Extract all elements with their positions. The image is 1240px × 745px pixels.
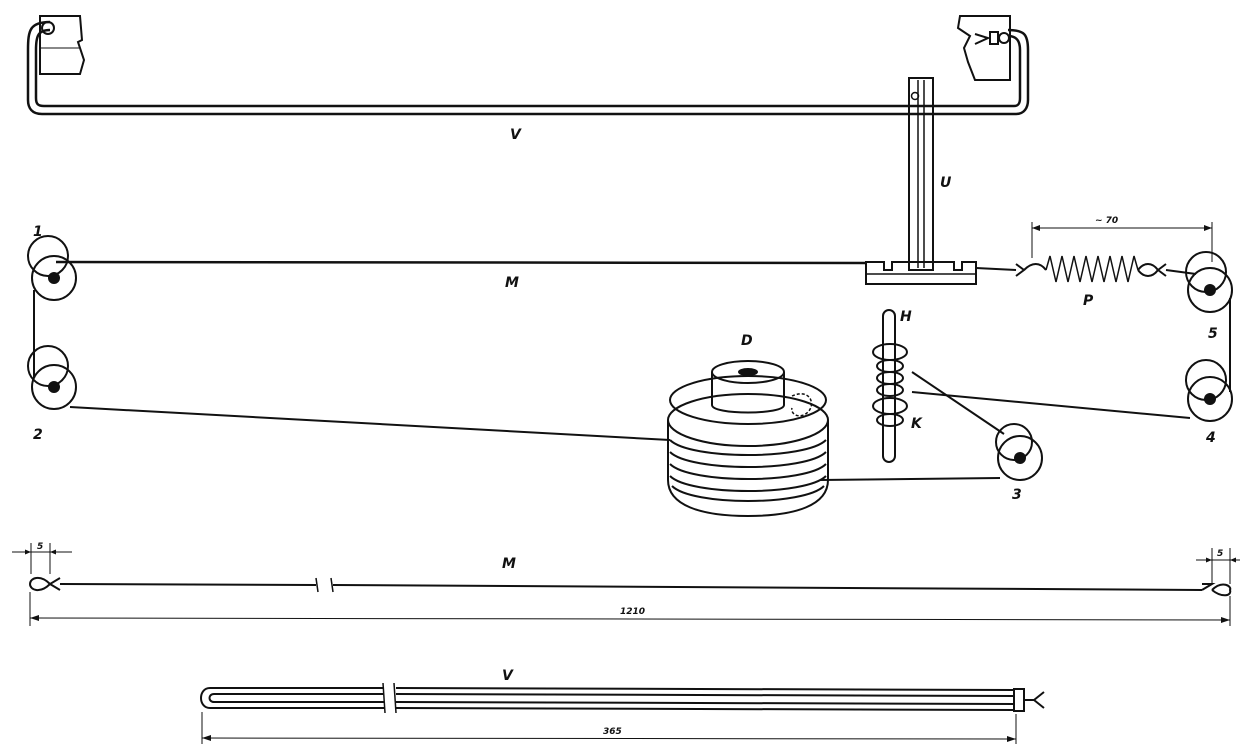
cord-upper-run xyxy=(55,260,867,265)
cord-drum-to-3 xyxy=(819,477,1001,481)
label-D: D xyxy=(741,333,753,349)
cord-M-detail xyxy=(28,577,1232,597)
dimension-cord-length-value: 1210 xyxy=(620,607,645,617)
cord-3-to-shaft xyxy=(911,371,1005,435)
cord-to-spring xyxy=(975,267,1017,271)
cord-to-drum xyxy=(69,406,671,441)
rod-V xyxy=(26,20,1030,116)
pulley-2 xyxy=(27,345,77,410)
dimension-spring xyxy=(1031,222,1213,262)
pulley-1 xyxy=(27,235,77,301)
pulley-5 xyxy=(1185,251,1233,313)
label-H: H xyxy=(900,309,912,325)
upright-U xyxy=(908,77,934,271)
label-M: M xyxy=(505,275,519,291)
label-V-top: V xyxy=(510,127,522,143)
dimension-loop-right-value: 5 xyxy=(1217,549,1223,559)
label-bar-V: V xyxy=(502,668,514,684)
label-cord-M: M xyxy=(502,556,516,572)
dimension-loop-right xyxy=(1196,548,1240,584)
label-pulley-2: 2 xyxy=(33,427,43,443)
dimension-bar-length xyxy=(201,712,1017,744)
pulley-4 xyxy=(1185,359,1233,422)
label-pulley-4: 4 xyxy=(1205,430,1216,446)
label-U: U xyxy=(940,175,952,191)
pulley-3 xyxy=(995,423,1043,481)
wall-block-left xyxy=(39,15,86,75)
carriage xyxy=(865,261,977,285)
spring-P xyxy=(1015,255,1197,283)
label-pulley-1: 1 xyxy=(33,224,43,240)
label-pulley-5: 5 xyxy=(1208,326,1218,342)
wall-block-right xyxy=(956,15,1011,81)
dimension-cord-length xyxy=(29,592,1231,626)
dimension-loop-left-value: 5 xyxy=(37,542,43,552)
dimension-bar-length-value: 365 xyxy=(603,727,622,737)
dimension-loop-left xyxy=(12,543,72,574)
drum-D xyxy=(667,360,829,518)
bar-V-detail xyxy=(200,682,1045,714)
shaft-H-K xyxy=(872,309,908,463)
cord-shaft-to-4 xyxy=(911,391,1191,419)
label-pulley-3: 3 xyxy=(1012,487,1022,503)
dimension-spring-value: ~ 70 xyxy=(1095,216,1118,226)
label-K: K xyxy=(911,416,923,432)
label-P: P xyxy=(1083,293,1094,309)
